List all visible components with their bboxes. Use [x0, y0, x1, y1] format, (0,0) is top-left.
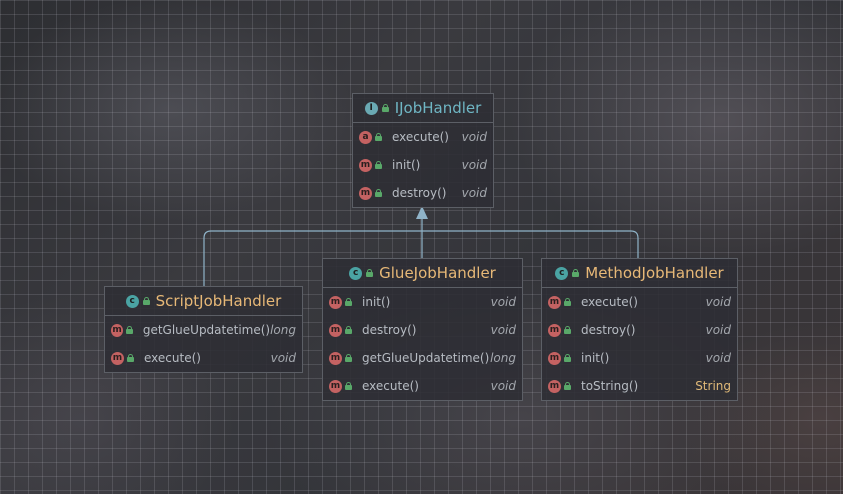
method-icon: m [548, 323, 561, 337]
abstract-method-icon: a [359, 130, 372, 144]
class-icon: c [555, 266, 569, 280]
interface-icon: I [364, 101, 378, 115]
interface-ijobhandler[interactable]: I IJobHandler a execute() void m init() … [352, 93, 494, 208]
method-name: execute() [392, 130, 449, 144]
method-row[interactable]: m init() void [542, 344, 737, 372]
method-name: destroy() [392, 186, 447, 200]
method-icon: m [548, 379, 561, 393]
method-row[interactable]: m init() void [353, 151, 493, 179]
class-name: MethodJobHandler [585, 264, 724, 282]
class-header[interactable]: c ScriptJobHandler [105, 287, 302, 316]
method-name: destroy() [362, 323, 417, 337]
method-row[interactable]: a execute() void [353, 123, 493, 151]
method-return-type: long [490, 351, 516, 365]
method-row[interactable]: m execute() void [542, 288, 737, 316]
method-row[interactable]: m destroy() void [542, 316, 737, 344]
method-row[interactable]: m toString() String [542, 372, 737, 400]
method-row[interactable]: m getGlueUpdatetime() long [323, 344, 522, 372]
method-return-type: void [270, 351, 296, 365]
public-lock-icon [564, 354, 571, 362]
class-icon: c [125, 294, 139, 308]
class-methodjobhandler[interactable]: c MethodJobHandler m execute() void m de… [541, 258, 738, 401]
method-return-type: void [461, 158, 487, 172]
inheritance-arrowhead [416, 206, 428, 219]
method-name: getGlueUpdatetime() [142, 323, 271, 337]
interface-header[interactable]: I IJobHandler [353, 94, 493, 123]
class-gluejobhandler[interactable]: c GlueJobHandler m init() void m destroy… [322, 258, 523, 401]
method-icon: m [359, 158, 372, 172]
method-return-type: void [705, 323, 731, 337]
public-lock-icon [366, 269, 374, 277]
method-row[interactable]: m destroy() void [323, 316, 522, 344]
method-icon: m [329, 323, 342, 337]
method-icon: m [329, 295, 342, 309]
method-name: init() [362, 295, 391, 309]
method-return-type: void [490, 323, 516, 337]
method-return-type: String [695, 379, 731, 393]
class-icon: c [349, 266, 363, 280]
method-return-type: void [490, 295, 516, 309]
method-icon: m [111, 323, 124, 337]
method-return-type: void [461, 130, 487, 144]
class-scriptjobhandler[interactable]: c ScriptJobHandler m getGlueUpdatetime()… [104, 286, 303, 373]
method-name: getGlueUpdatetime() [362, 351, 490, 365]
method-icon: m [329, 351, 342, 365]
public-lock-icon [564, 298, 571, 306]
public-lock-icon [345, 382, 352, 390]
public-lock-icon [345, 354, 352, 362]
public-lock-icon [375, 189, 382, 197]
method-icon: m [548, 295, 561, 309]
public-lock-icon [572, 269, 580, 277]
public-lock-icon [126, 326, 133, 334]
method-row[interactable]: m getGlueUpdatetime() long [105, 316, 302, 344]
method-name: init() [581, 351, 610, 365]
public-lock-icon [127, 354, 134, 362]
method-row[interactable]: m init() void [323, 288, 522, 316]
method-return-type: void [705, 295, 731, 309]
method-icon: m [359, 186, 372, 200]
public-lock-icon [564, 382, 571, 390]
public-lock-icon [345, 298, 352, 306]
method-name: execute() [362, 379, 419, 393]
edge-method-to-interface [422, 230, 639, 258]
method-name: destroy() [581, 323, 636, 337]
interface-name: IJobHandler [394, 99, 482, 117]
class-name: ScriptJobHandler [155, 292, 282, 310]
public-lock-icon [381, 104, 389, 112]
method-name: init() [392, 158, 421, 172]
method-name: execute() [144, 351, 201, 365]
method-return-type: void [490, 379, 516, 393]
class-header[interactable]: c MethodJobHandler [542, 259, 737, 288]
public-lock-icon [375, 161, 382, 169]
method-name: execute() [581, 295, 638, 309]
method-row[interactable]: m execute() void [105, 344, 302, 372]
public-lock-icon [142, 297, 150, 305]
method-return-type: long [270, 323, 296, 337]
class-header[interactable]: c GlueJobHandler [323, 259, 522, 288]
method-return-type: void [705, 351, 731, 365]
method-name: toString() [581, 379, 639, 393]
method-icon: m [329, 379, 342, 393]
public-lock-icon [564, 326, 571, 334]
class-name: GlueJobHandler [379, 264, 496, 282]
method-icon: m [548, 351, 561, 365]
method-row[interactable]: m destroy() void [353, 179, 493, 207]
edge-script-to-interface [203, 230, 422, 286]
method-return-type: void [461, 186, 487, 200]
public-lock-icon [375, 133, 382, 141]
method-row[interactable]: m execute() void [323, 372, 522, 400]
public-lock-icon [345, 326, 352, 334]
method-icon: m [111, 351, 124, 365]
